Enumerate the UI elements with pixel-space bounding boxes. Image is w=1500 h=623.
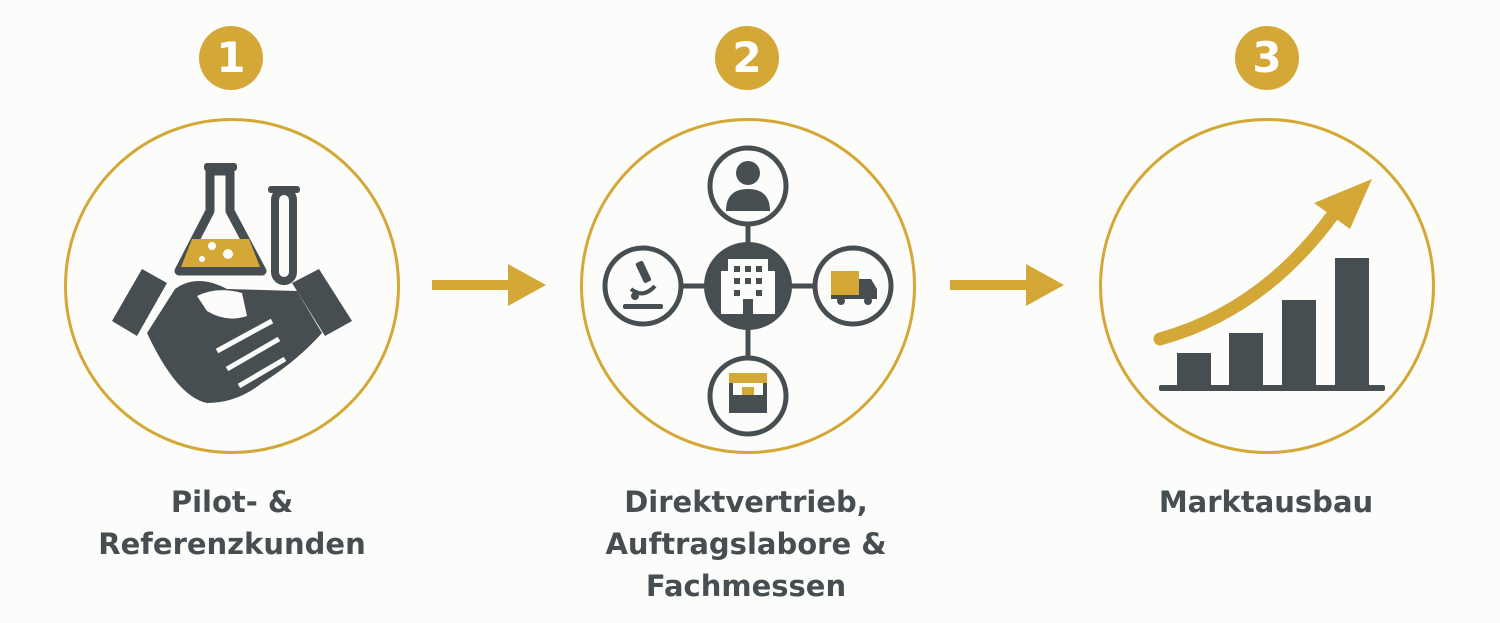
step-3-circle xyxy=(1099,118,1435,454)
step-1-circle xyxy=(64,118,400,454)
microscope-icon xyxy=(602,245,684,327)
step-2-circle xyxy=(580,118,916,454)
building-icon xyxy=(704,242,792,330)
person-icon xyxy=(707,145,789,227)
trend-arrow-icon xyxy=(1153,179,1372,346)
truck-icon xyxy=(812,245,894,327)
booth-icon xyxy=(707,355,789,437)
arrow-right-icon xyxy=(432,264,546,306)
step-1-label: Pilot- & Referenzkunden xyxy=(98,485,366,561)
step-2-number: 2 xyxy=(715,26,779,90)
arrow-right-icon xyxy=(950,264,1064,306)
bar-chart-icon xyxy=(1159,258,1385,391)
handshake-icon xyxy=(112,269,352,403)
flask-icon xyxy=(174,163,267,276)
step-3-number: 3 xyxy=(1235,26,1299,90)
step-3-label: Marktausbau xyxy=(1158,485,1374,519)
step-1-number: 1 xyxy=(199,26,263,90)
test-tube-icon xyxy=(268,186,300,285)
step-2-label: Direktvertrieb, Auftragslabore & Fachmes… xyxy=(605,485,887,603)
